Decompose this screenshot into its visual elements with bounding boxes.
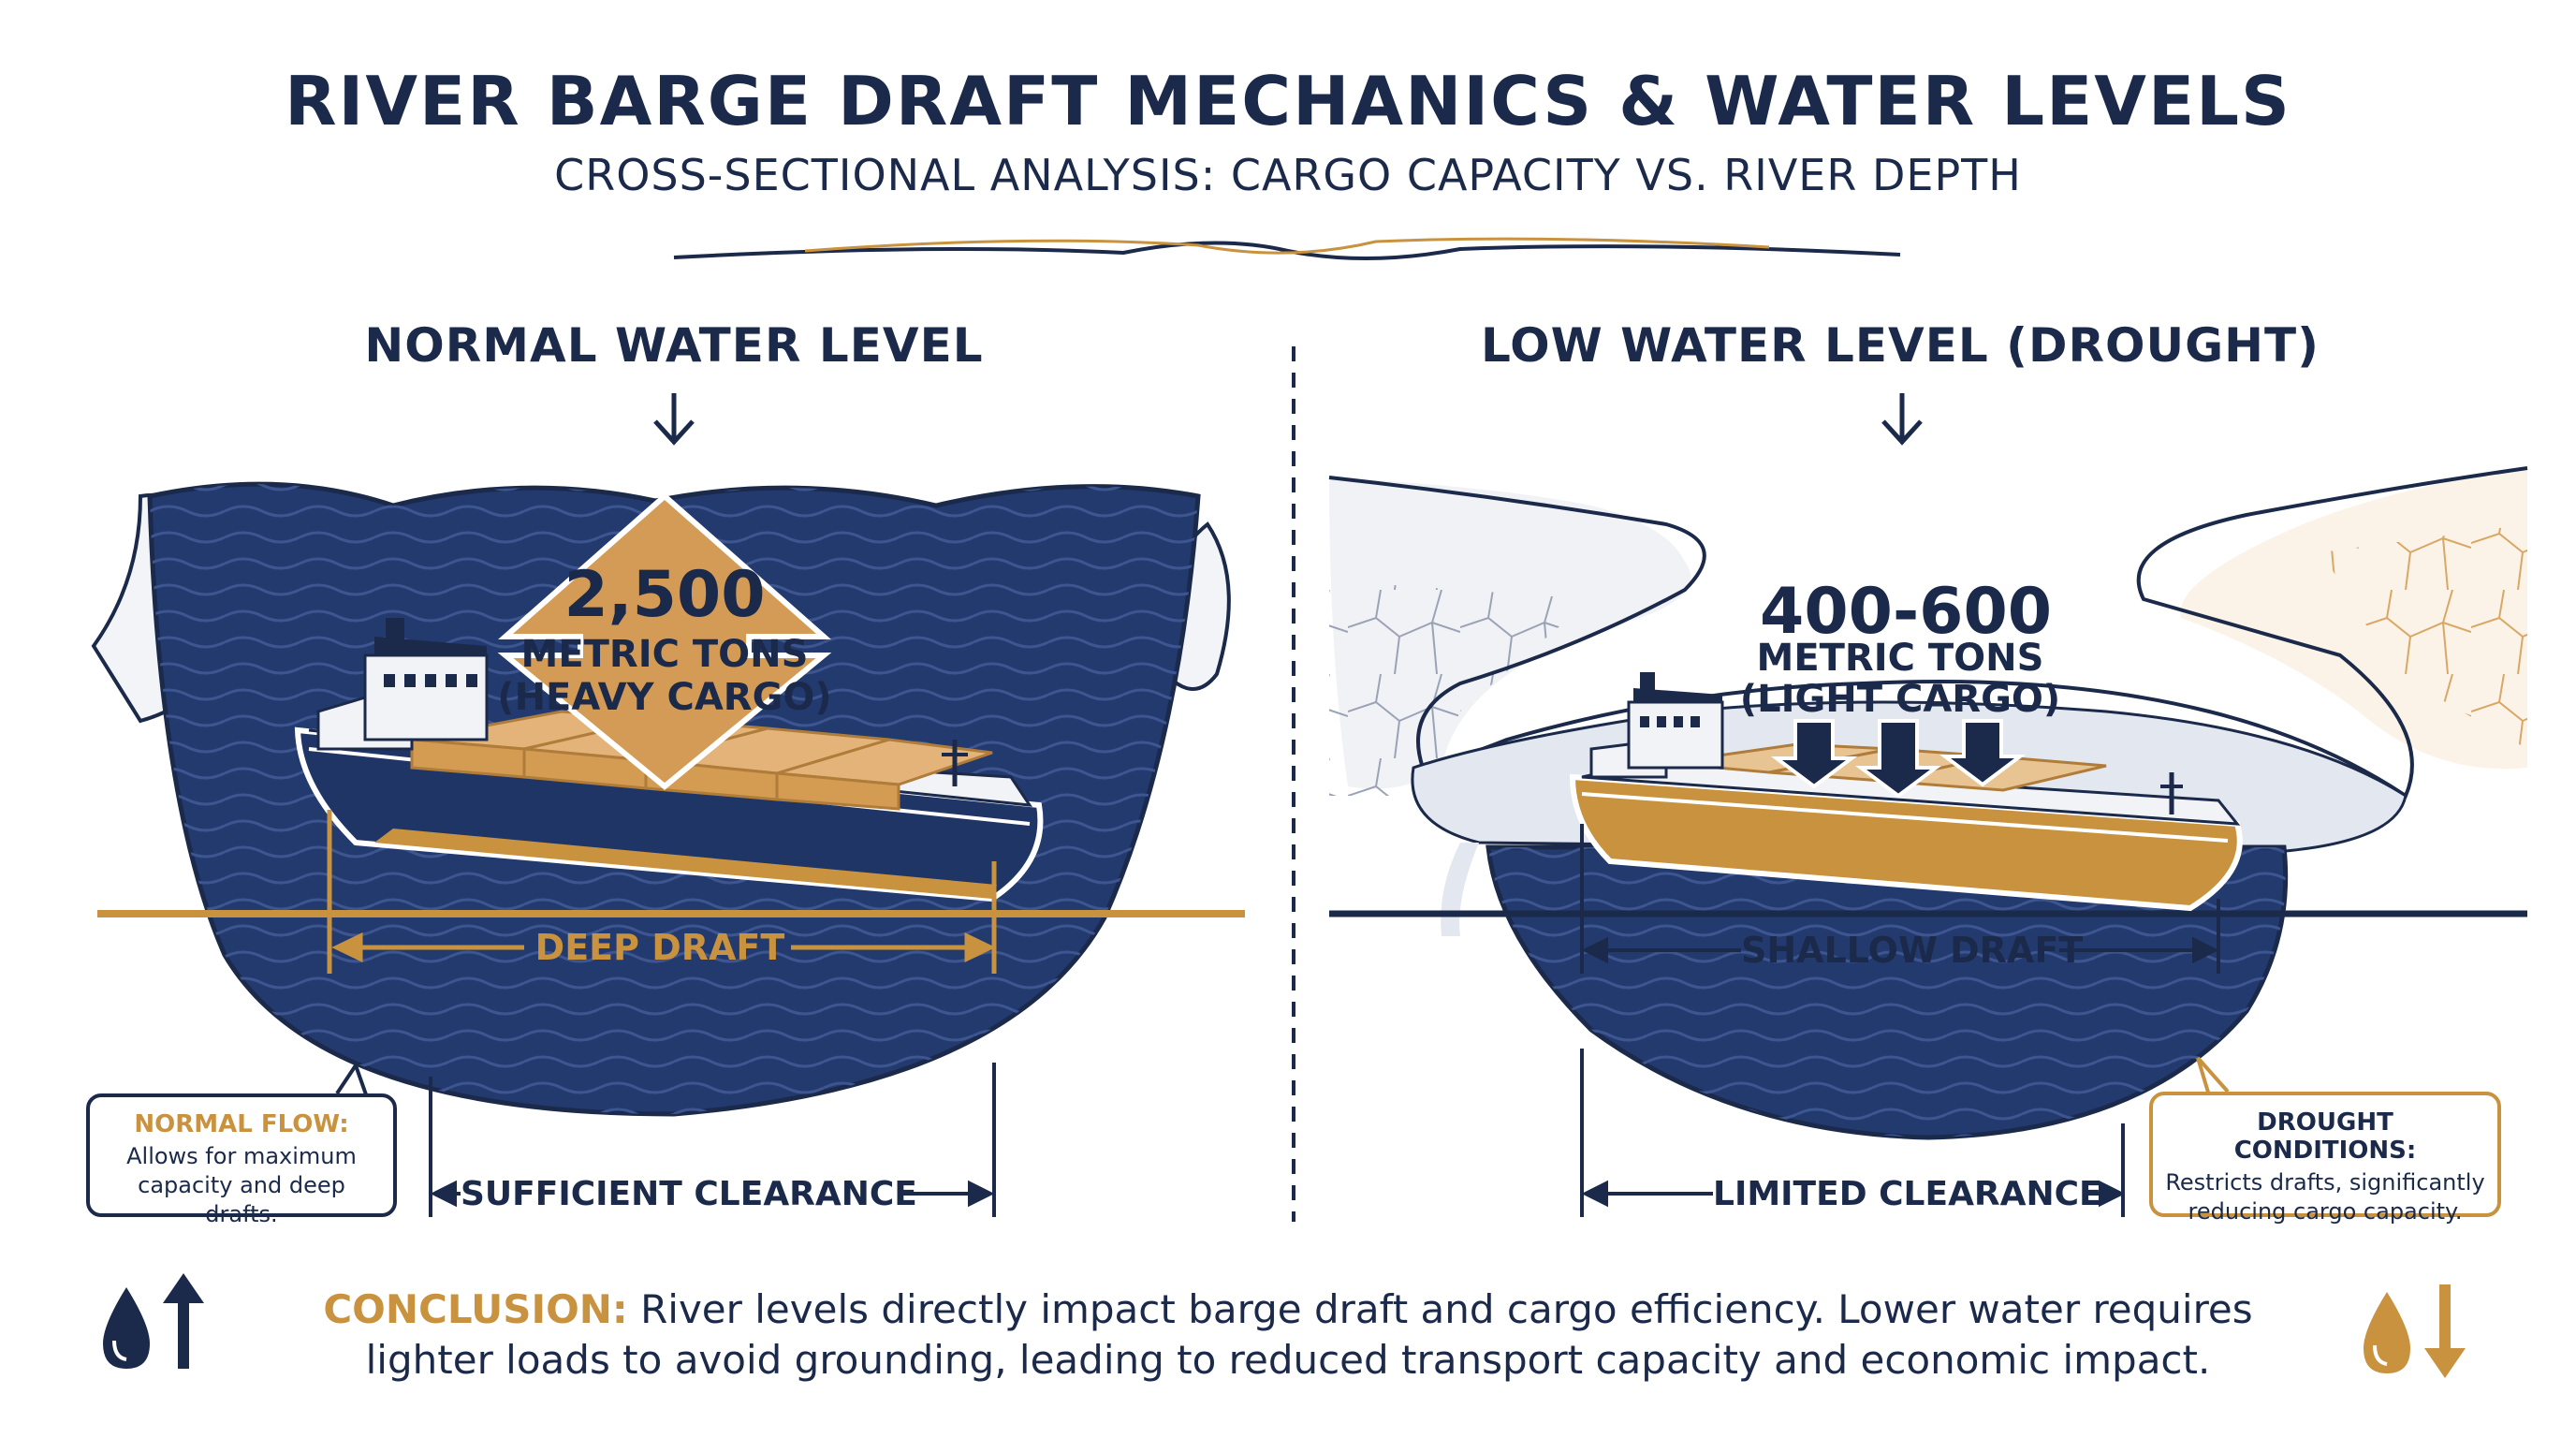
right-cargo-unit: METRIC TONS	[1756, 637, 2044, 680]
right-river-cross-section	[1328, 466, 2528, 1140]
right-note-tail	[2196, 1056, 2230, 1096]
right-cargo-amount: 400-600	[1760, 575, 2053, 649]
page-title: RIVER BARGE DRAFT MECHANICS & WATER LEVE…	[285, 62, 2291, 140]
right-draft-label: SHALLOW DRAFT	[1741, 930, 2084, 971]
right-note-title: DROUGHT CONDITIONS:	[2233, 1108, 2417, 1165]
water-drop-down-arrow-icon	[2364, 1284, 2466, 1378]
left-heading-arrow-icon	[653, 393, 695, 446]
right-heading-arrow-icon	[1881, 393, 1923, 446]
right-clearance-label: LIMITED CLEARANCE	[1713, 1175, 2102, 1213]
page-subtitle: CROSS-SECTIONAL ANALYSIS: CARGO CAPACITY…	[554, 150, 2022, 200]
left-clearance-label: SUFFICIENT CLEARANCE	[461, 1175, 917, 1213]
left-note-callout: NORMAL FLOW: Allows for maximum capacity…	[86, 1093, 397, 1227]
right-panel-heading: LOW WATER LEVEL (DROUGHT)	[1481, 318, 2320, 373]
left-cargo-amount: 2,500	[564, 558, 766, 632]
left-deep-draft-dimension	[327, 810, 997, 974]
left-heavy-cargo-arrow-icon	[497, 492, 832, 790]
left-cargo-type: (HEAVY CARGO)	[497, 676, 832, 719]
left-note-body-line-1: Allows for maximum	[126, 1143, 357, 1169]
left-cargo-unit: METRIC TONS	[520, 633, 809, 676]
right-note-callout: DROUGHT CONDITIONS: Restricts drafts, si…	[2149, 1092, 2501, 1225]
conclusion-text-1: River levels directly impact barge draft…	[640, 1286, 2253, 1332]
right-limited-clearance-dimension	[1580, 1049, 2126, 1217]
right-cargo-type: (LIGHT CARGO)	[1739, 678, 2061, 721]
header-divider-ornament	[673, 237, 1901, 260]
conclusion-line-1: CONCLUSION: River levels directly impact…	[0, 1286, 2576, 1332]
right-note-body-line-1: Restricts drafts, significantly	[2165, 1169, 2485, 1196]
left-sufficient-clearance-dimension	[429, 1063, 996, 1217]
conclusion-lead: CONCLUSION:	[323, 1286, 628, 1332]
left-note-tail	[335, 1061, 369, 1098]
right-note-body-line-2: reducing cargo capacity.	[2188, 1198, 2463, 1225]
conclusion-line-2: lighter loads to avoid grounding, leadin…	[365, 1337, 2211, 1383]
left-panel-heading: NORMAL WATER LEVEL	[364, 318, 984, 373]
left-note-body-line-2: capacity and deep drafts.	[138, 1172, 345, 1228]
right-shallow-draft-dimension	[1580, 824, 2220, 974]
left-draft-label: DEEP DRAFT	[534, 927, 785, 968]
right-light-cargo-arrow-icons	[1771, 719, 2026, 799]
left-note-title: NORMAL FLOW:	[134, 1110, 349, 1138]
water-drop-up-arrow-icon	[103, 1273, 204, 1369]
